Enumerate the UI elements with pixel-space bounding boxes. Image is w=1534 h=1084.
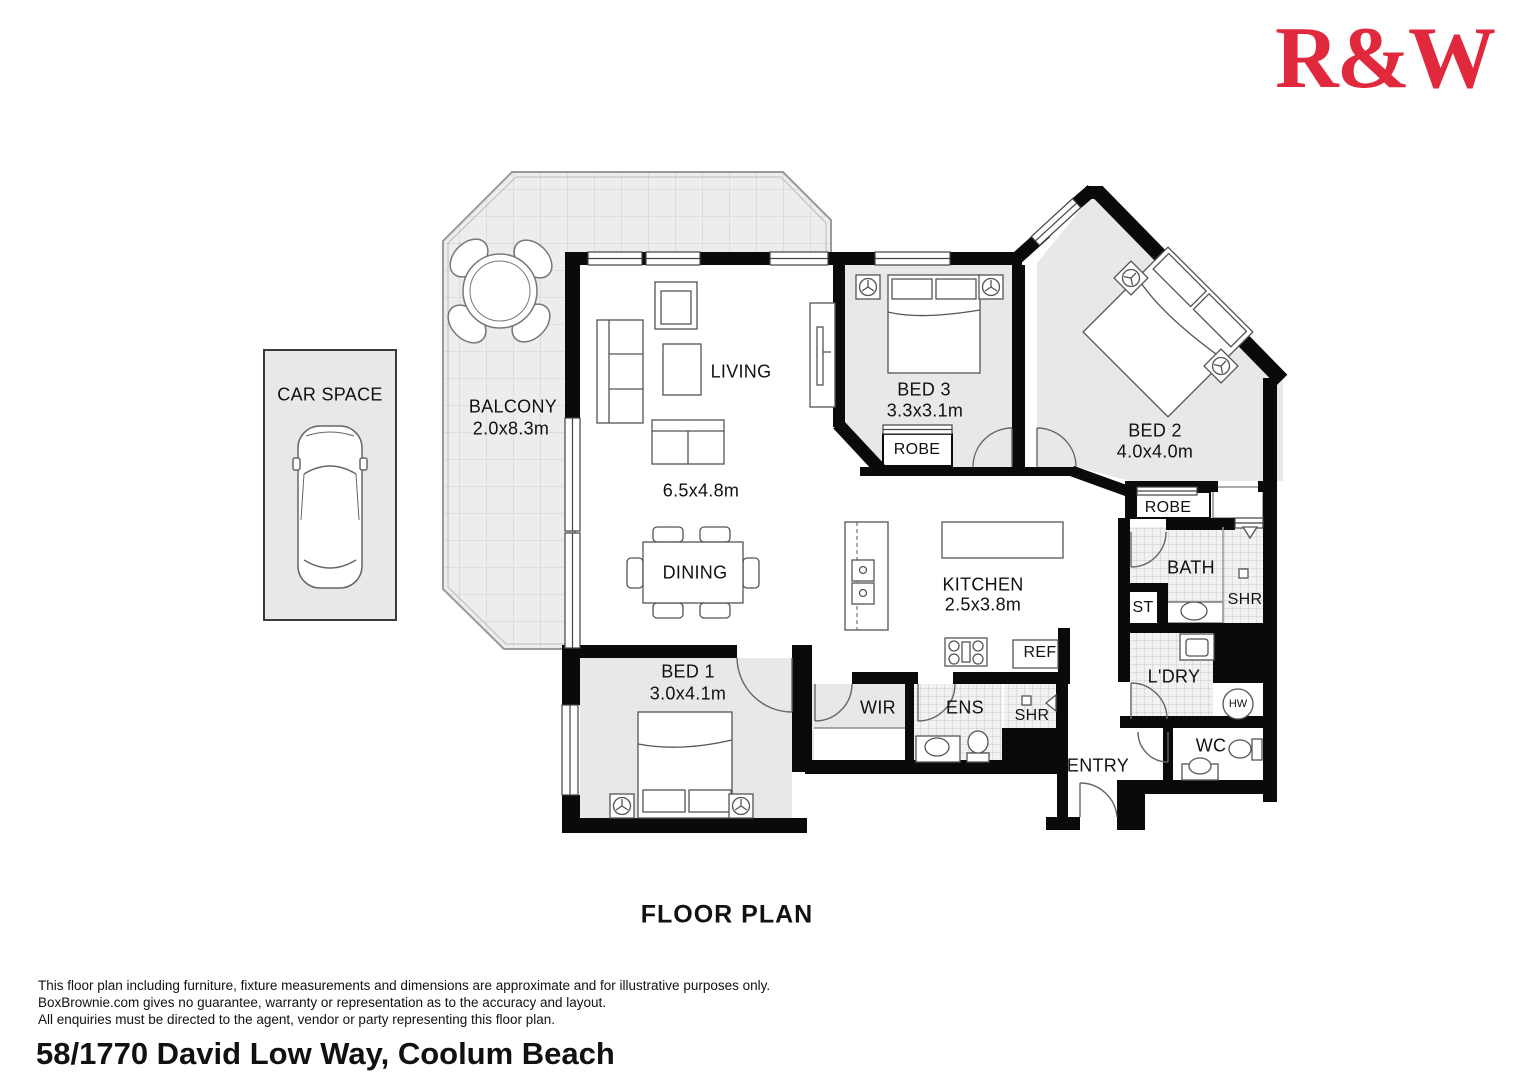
room-label-bed1: BED 1 xyxy=(661,661,715,682)
room-dim-bed3: 3.3x3.1m xyxy=(886,400,964,421)
kitchen-island-icon xyxy=(941,521,1064,559)
loveseat-icon xyxy=(651,419,725,465)
room-label-shr-ens: SHR xyxy=(1014,707,1050,724)
label-fridge: REF xyxy=(1023,644,1057,661)
fridge-icon xyxy=(1012,639,1059,669)
balcony-table-icon xyxy=(447,238,553,344)
sofa-icon xyxy=(596,319,644,424)
coffee-table-icon xyxy=(662,343,702,396)
laundry-tub-icon xyxy=(1179,633,1215,661)
fan-icon xyxy=(855,274,881,300)
room-dim-bed2: 4.0x4.0m xyxy=(1116,441,1194,462)
bath-basin-icon xyxy=(1180,601,1208,621)
wc-toilet-icon xyxy=(1228,738,1263,761)
car-space xyxy=(263,349,397,621)
bed3-furniture xyxy=(855,274,1004,374)
room-label-ens: ENS xyxy=(946,697,984,718)
wet-area-fixtures xyxy=(915,526,1263,781)
disclaimer-text: This floor plan including furniture, fix… xyxy=(38,977,770,1028)
plan-title: FLOOR PLAN xyxy=(640,900,814,929)
room-label-robe-bed2: ROBE xyxy=(1144,499,1192,516)
room-label-dining: DINING xyxy=(662,562,728,583)
label-hot-water: HW xyxy=(1228,698,1248,710)
fan-icon xyxy=(609,793,635,819)
room-dim-living: 6.5x4.8m xyxy=(662,480,740,501)
doors xyxy=(736,427,1169,818)
room-label-living: LIVING xyxy=(710,361,772,382)
room-dim-balcony: 2.0x8.3m xyxy=(472,418,550,439)
room-label-wc: WC xyxy=(1195,735,1227,756)
room-label-car-space: CAR SPACE xyxy=(277,384,383,405)
bed1-furniture xyxy=(609,711,754,819)
robe-bed2-alcove xyxy=(1212,486,1264,519)
agency-logo: R&W xyxy=(1275,10,1496,107)
armchair-icon xyxy=(654,281,698,330)
room-dim-bed1: 3.0x4.1m xyxy=(649,683,727,704)
tv-unit-icon xyxy=(809,302,836,408)
room-label-wir: WIR xyxy=(860,697,896,718)
fan-icon xyxy=(978,274,1004,300)
kitchen-fixtures xyxy=(844,521,1064,669)
bed2-furniture xyxy=(1082,246,1254,418)
room-label-kitchen: KITCHEN xyxy=(942,574,1024,595)
room-label-robe-bed3: ROBE xyxy=(893,441,941,458)
sink-icon xyxy=(851,559,875,605)
disclaimer-line: All enquiries must be directed to the ag… xyxy=(38,1012,556,1027)
stove-icon xyxy=(944,637,988,667)
room-dim-kitchen: 2.5x3.8m xyxy=(944,594,1022,615)
shower-knob-icon xyxy=(1238,568,1249,579)
ens-toilet-icon xyxy=(966,730,990,763)
disclaimer-line: BoxBrownie.com gives no guarantee, warra… xyxy=(38,995,607,1010)
wc-basin-icon xyxy=(1181,757,1219,781)
room-label-bath: BATH xyxy=(1167,557,1215,578)
car-icon xyxy=(292,425,368,589)
fan-icon xyxy=(728,793,754,819)
room-label-bed3: BED 3 xyxy=(897,379,951,400)
dining-table-icon xyxy=(626,526,760,619)
room-label-laundry: L'DRY xyxy=(1147,666,1201,687)
room-label-bed2: BED 2 xyxy=(1128,420,1182,441)
property-address: 58/1770 David Low Way, Coolum Beach xyxy=(36,1036,615,1071)
shower-head-icon xyxy=(1044,693,1057,713)
st-closet xyxy=(1130,592,1157,623)
room-label-shr-bath: SHR xyxy=(1227,591,1263,608)
room-label-balcony: BALCONY xyxy=(468,396,558,417)
wir-bench xyxy=(814,728,905,760)
hot-water-icon xyxy=(1222,688,1254,720)
shower-knob-icon xyxy=(1021,695,1032,706)
fan-icon xyxy=(1203,348,1239,384)
shower-head-icon xyxy=(1241,526,1259,540)
walls-diagonal xyxy=(833,185,1288,498)
fan-icon xyxy=(1113,260,1149,296)
room-label-entry: ENTRY xyxy=(1066,755,1130,776)
ens-basin-icon xyxy=(915,735,961,763)
windows xyxy=(561,197,1264,796)
living-furniture xyxy=(596,281,836,465)
room-label-st: ST xyxy=(1132,599,1154,616)
disclaimer-line: This floor plan including furniture, fix… xyxy=(38,978,771,993)
